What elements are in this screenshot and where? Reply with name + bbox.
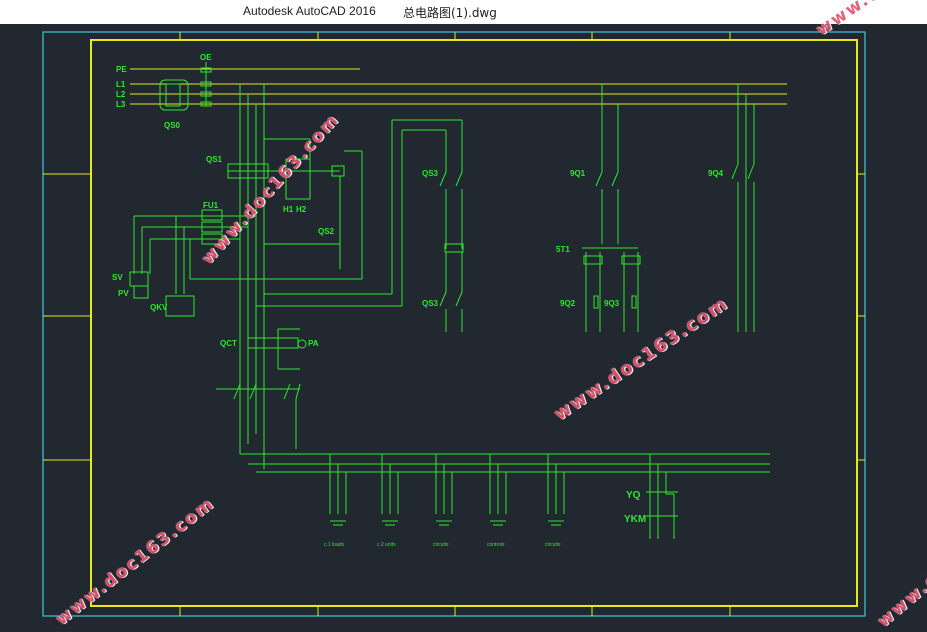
title-bar: Autodesk AutoCAD 2016 总电路图(1).dwg — [0, 0, 927, 25]
label-qs5: QS3 — [422, 299, 439, 308]
sheet-border — [42, 31, 866, 617]
circuit-drawing: PE L1 L2 L3 QS0 OE QS1 H1 H2 FU1 QS2 SV … — [42, 31, 866, 617]
window-title: Autodesk AutoCAD 2016 — [243, 4, 376, 18]
label-5t1: 5T1 — [556, 245, 570, 254]
label-9q2: 9Q2 — [560, 299, 576, 308]
label-pv: PV — [118, 289, 129, 298]
label-qs2: QS2 — [318, 227, 335, 236]
label-l3: L3 — [116, 100, 126, 109]
label-pe: PE — [116, 65, 127, 74]
frame-ticks — [43, 32, 865, 616]
label-qkv: QKV — [150, 303, 168, 312]
document-name: 总电路图(1).dwg — [403, 6, 497, 20]
feeder-label-4: controls — [487, 542, 505, 548]
feeder-label-1: c.1 loads — [324, 542, 345, 548]
feeder-label-2: c.2 units — [377, 542, 396, 548]
feeder-label-5: circuits — [545, 542, 561, 548]
label-h1: H1 — [283, 205, 294, 214]
label-ykm: YKM — [624, 514, 646, 525]
label-qs1: QS1 — [206, 155, 223, 164]
label-l1: L1 — [116, 80, 126, 89]
label-l2: L2 — [116, 90, 126, 99]
label-qct: QCT — [220, 339, 237, 348]
label-yq: YQ — [626, 490, 641, 501]
label-sv: SV — [112, 273, 123, 282]
title-frame — [90, 39, 858, 607]
main-bus — [130, 68, 787, 105]
label-fu1: FU1 — [203, 201, 219, 210]
label-h2: H2 — [296, 205, 307, 214]
label-9q4: 9Q4 — [708, 169, 724, 178]
label-pa: PA — [308, 339, 319, 348]
label-oe: OE — [200, 53, 212, 62]
label-9q1: 9Q1 — [570, 169, 586, 178]
feeder-label-3: circuits — [433, 542, 449, 548]
label-9q3: 9Q3 — [604, 299, 620, 308]
wiring — [129, 62, 770, 539]
label-qs3: QS3 — [422, 169, 439, 178]
label-qs0: QS0 — [164, 121, 181, 130]
